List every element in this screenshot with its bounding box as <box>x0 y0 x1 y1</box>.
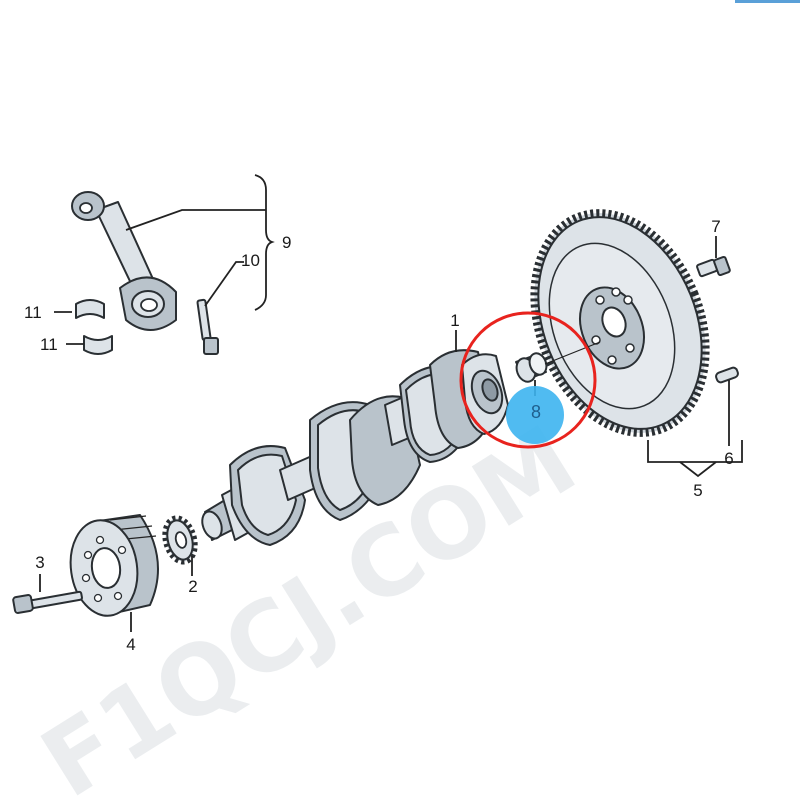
shaft-axis-line <box>544 341 601 365</box>
callout-2: 2 <box>188 577 197 596</box>
callout-1: 1 <box>450 311 459 330</box>
callout-5: 5 <box>693 481 702 500</box>
callout-11-lower: 11 <box>40 335 58 354</box>
bearing-shell-upper[interactable] <box>75 299 105 319</box>
pilot-bearing[interactable] <box>513 351 549 384</box>
bracket-5 <box>647 440 743 463</box>
connecting-rod-bolt[interactable] <box>196 298 219 355</box>
bracket-9 <box>254 174 275 311</box>
flywheel-bolt[interactable] <box>696 255 731 278</box>
pulley-bolt[interactable] <box>12 590 83 614</box>
top-edge-artifact <box>735 0 800 3</box>
callout-8: 8 <box>531 402 541 422</box>
connecting-rod[interactable] <box>71 191 177 331</box>
flywheel[interactable] <box>503 187 737 458</box>
callout-10: 10 <box>241 251 260 270</box>
callout-7: 7 <box>711 217 720 236</box>
highlight-marker <box>506 386 564 444</box>
timing-sprocket[interactable] <box>161 515 199 565</box>
highlight-ring <box>459 311 597 449</box>
leader-10 <box>204 261 244 307</box>
dowel-pin[interactable] <box>715 366 739 384</box>
callout-3: 3 <box>35 553 44 572</box>
crankshaft[interactable] <box>199 349 509 546</box>
leader-9 <box>125 209 266 231</box>
bearing-shell-lower[interactable] <box>83 335 113 355</box>
callout-9: 9 <box>282 233 291 252</box>
callout-11-upper: 11 <box>24 303 42 322</box>
callout-6: 6 <box>724 449 733 468</box>
crankshaft-pulley[interactable] <box>65 514 159 620</box>
leader-5 <box>679 461 717 478</box>
callout-4: 4 <box>126 635 135 654</box>
